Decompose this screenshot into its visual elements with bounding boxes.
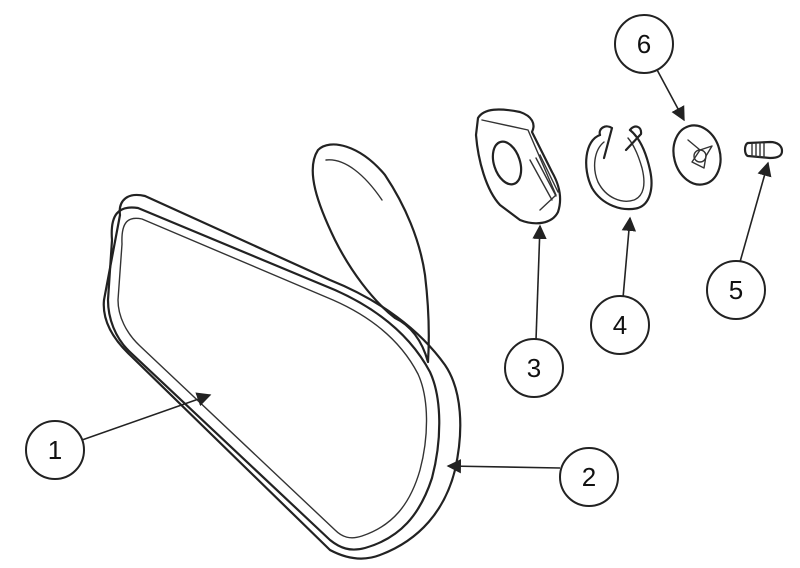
callout-label-3: 3 (527, 353, 541, 383)
callout-3: 3 (504, 338, 564, 398)
callout-2: 2 (559, 447, 619, 507)
set-screw (743, 140, 784, 160)
leader-4 (621, 216, 637, 299)
callout-label-1: 1 (48, 435, 62, 465)
callout-6: 6 (614, 14, 674, 74)
mount-button (474, 108, 562, 225)
star-washer (672, 124, 722, 186)
callout-label-6: 6 (637, 29, 651, 59)
leader-1 (81, 392, 212, 441)
callout-1: 1 (25, 420, 85, 480)
callout-5: 5 (706, 260, 766, 320)
leader-2 (446, 459, 561, 474)
callout-label-5: 5 (729, 275, 743, 305)
callout-4: 4 (590, 295, 650, 355)
mirror-glass (106, 206, 441, 551)
leader-5 (739, 161, 772, 263)
callout-label-4: 4 (613, 310, 627, 340)
mirror-mount-arm (311, 143, 430, 364)
leader-3 (532, 224, 547, 341)
spring-clip (585, 125, 653, 211)
callout-label-2: 2 (582, 462, 596, 492)
leader-6 (654, 65, 685, 122)
